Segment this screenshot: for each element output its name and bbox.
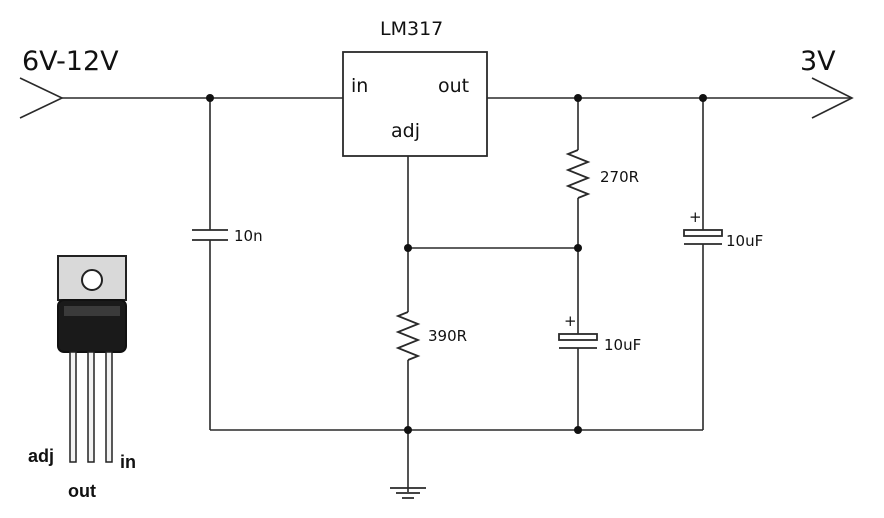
junction-node [574, 94, 582, 102]
junction-node [574, 426, 582, 434]
output-capacitor [683, 229, 723, 237]
output-voltage-label: 3V [800, 46, 836, 77]
input-capacitor-label: 10n [234, 227, 263, 245]
package-pin-adj [69, 351, 77, 463]
package-label-in: in [120, 452, 136, 472]
regulator-pin-in: in [351, 75, 368, 97]
junction-nodes [206, 94, 707, 434]
adj-capacitor [558, 333, 598, 341]
adj-capacitor-polarity-icon: + [564, 312, 577, 330]
package-mounting-hole [81, 269, 103, 291]
input-capacitor [192, 229, 228, 241]
input-arrow-icon [19, 77, 64, 119]
junction-node [404, 244, 412, 252]
output-capacitor-label: 10uF [726, 232, 763, 250]
package-body-highlight [64, 306, 120, 316]
junction-node [699, 94, 707, 102]
ground-icon [390, 487, 426, 499]
resistor-390r-label: 390R [428, 327, 467, 345]
adj-capacitor-label: 10uF [604, 336, 641, 354]
resistor-270r-label: 270R [600, 168, 639, 186]
output-capacitor-polarity-icon: + [689, 208, 702, 226]
junction-node [574, 244, 582, 252]
package-label-out: out [68, 481, 96, 501]
resistor-390r [395, 311, 421, 361]
junction-node [206, 94, 214, 102]
to220-package-icon [57, 255, 127, 463]
package-label-adj: adj [28, 446, 54, 466]
package-pin-out [87, 351, 95, 463]
input-voltage-label: 6V-12V [22, 46, 119, 77]
output-arrow-icon [811, 77, 854, 119]
junction-node [404, 426, 412, 434]
regulator-pin-out: out [438, 75, 469, 97]
regulator-name: LM317 [380, 18, 443, 40]
lm317-regulator [342, 51, 488, 157]
package-pin-in [105, 351, 113, 463]
regulator-pin-adj: adj [391, 120, 420, 142]
resistor-270r [565, 149, 591, 199]
